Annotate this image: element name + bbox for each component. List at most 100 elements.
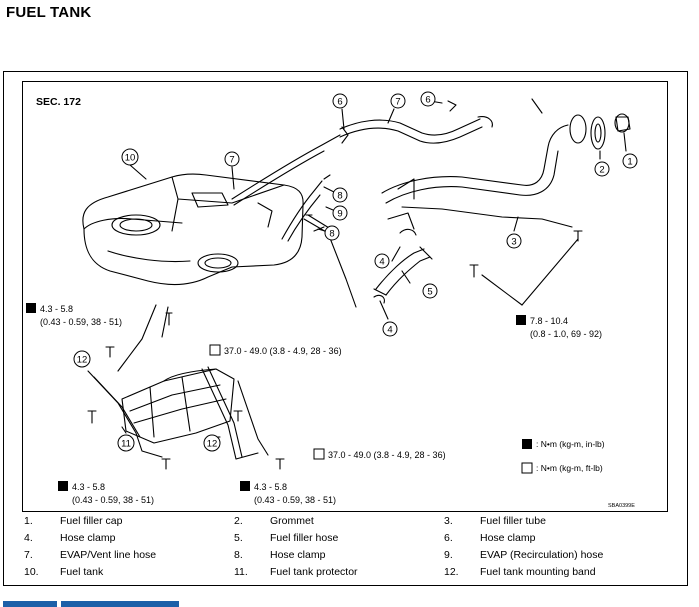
- tank-protector-drawing: [121, 368, 235, 444]
- legend-item: 10. Fuel tank: [24, 565, 234, 580]
- callout-8b: 8: [324, 225, 340, 241]
- svg-text:5: 5: [427, 287, 432, 298]
- legend-item: 11. Fuel tank protector: [234, 565, 444, 580]
- legend-item-name: Hose clamp: [480, 532, 536, 544]
- svg-text:37.0 - 49.0 (3.8 - 4.9, 28 - 3: 37.0 - 49.0 (3.8 - 4.9, 28 - 36): [224, 346, 342, 356]
- svg-text:7: 7: [229, 155, 234, 166]
- callout-3: 3: [506, 233, 522, 249]
- svg-text:7: 7: [395, 97, 400, 108]
- legend-item-number: 5.: [234, 532, 243, 544]
- svg-text:(0.43 - 0.59, 38 - 51): (0.43 - 0.59, 38 - 51): [72, 495, 154, 505]
- legend-item: 12. Fuel tank mounting band: [444, 565, 664, 580]
- legend-item-name: Grommet: [270, 515, 314, 527]
- legend-item-name: Fuel tank protector: [270, 566, 358, 578]
- legend-item-name: Fuel filler tube: [480, 515, 546, 527]
- callout-2: 2: [594, 161, 610, 177]
- svg-text:37.0 - 49.0 (3.8 - 4.9, 28 - 3: 37.0 - 49.0 (3.8 - 4.9, 28 - 36): [328, 450, 446, 460]
- fuel-tank-diagram: SEC. 172 1 2 3 4 4 5 6 6 7 7 8 8 9 10 11…: [26, 91, 638, 509]
- callout-9: 9: [332, 205, 348, 221]
- legend-item: 8. Hose clamp: [234, 548, 444, 563]
- svg-text:11: 11: [121, 439, 131, 450]
- torque-spec-3: 37.0 - 49.0 (3.8 - 4.9, 28 - 36): [313, 448, 446, 460]
- nav-tab-right[interactable]: [61, 601, 179, 607]
- svg-text:8: 8: [329, 229, 334, 240]
- legend-item: 3. Fuel filler tube: [444, 514, 664, 529]
- svg-text:4.3 - 5.8: 4.3 - 5.8: [40, 304, 73, 314]
- torque-spec-2: 37.0 - 49.0 (3.8 - 4.9, 28 - 36): [209, 344, 342, 356]
- legend-item: 2.Grommet: [234, 514, 444, 529]
- svg-text:: N•m (kg-m, ft-lb): : N•m (kg-m, ft-lb): [536, 463, 603, 473]
- legend-item-name: EVAP/Vent line hose: [60, 549, 157, 561]
- grommet-drawing: [590, 116, 606, 150]
- section-label: SEC. 172: [36, 96, 81, 108]
- legend-item-number: 4.: [24, 532, 33, 544]
- torque-spec-1: 4.3 - 5.8 (0.43 - 0.59, 38 - 51): [26, 303, 122, 327]
- filler-cap-drawing: [614, 113, 631, 133]
- svg-text:8: 8: [337, 191, 342, 202]
- legend-item: 6. Hose clamp: [444, 531, 664, 546]
- legend-item-name: Fuel tank mounting band: [480, 566, 596, 578]
- callout-6a: 6: [332, 93, 348, 109]
- fuel-tank-drawing: [82, 173, 304, 286]
- svg-text:(0.43 - 0.59, 38 - 51): (0.43 - 0.59, 38 - 51): [254, 495, 336, 505]
- figure-frame: [3, 71, 688, 586]
- svg-text:(0.43 - 0.59, 38 - 51): (0.43 - 0.59, 38 - 51): [40, 317, 122, 327]
- filler-tube-drawing: [381, 114, 587, 230]
- legend-item-number: 12.: [444, 566, 459, 578]
- legend-item-number: 11.: [234, 566, 248, 578]
- legend-item-number: 10.: [24, 566, 39, 578]
- bolts-drawing: [87, 214, 583, 470]
- svg-text:3: 3: [511, 237, 516, 248]
- svg-text:4.3 - 5.8: 4.3 - 5.8: [72, 482, 105, 492]
- callout-8a: 8: [332, 187, 348, 203]
- svg-text:7.8 - 10.4: 7.8 - 10.4: [530, 316, 568, 326]
- callout-4a: 4: [374, 253, 390, 269]
- callout-10: 10: [121, 148, 139, 166]
- torque-spec-4: 7.8 - 10.4 (0.8 - 1.0, 69 - 92): [516, 315, 602, 339]
- svg-text:12: 12: [77, 355, 88, 366]
- svg-text:4.3 - 5.8: 4.3 - 5.8: [254, 482, 287, 492]
- svg-text:4: 4: [387, 325, 392, 336]
- legend-item: 5. Fuel filler hose: [234, 531, 444, 546]
- torque-spec-6: 4.3 - 5.8 (0.43 - 0.59, 38 - 51): [240, 481, 336, 505]
- legend-item: 4. Hose clamp: [24, 531, 234, 546]
- legend-item: 7. EVAP/Vent line hose: [24, 548, 234, 563]
- legend-item-name: Fuel tank: [60, 566, 104, 578]
- svg-text:(0.8 - 1.0, 69 - 92): (0.8 - 1.0, 69 - 92): [530, 329, 602, 339]
- legend-item-number: 6.: [444, 532, 453, 544]
- filler-hose-drawing: [373, 246, 433, 296]
- svg-text:6: 6: [337, 97, 342, 108]
- svg-text:6: 6: [425, 95, 430, 106]
- svg-text:2: 2: [599, 165, 604, 176]
- legend-item-name: Hose clamp: [60, 532, 116, 544]
- callout-7b: 7: [224, 151, 240, 167]
- svg-text:: N•m (kg-m, in-lb): : N•m (kg-m, in-lb): [536, 439, 605, 449]
- svg-text:12: 12: [207, 439, 218, 450]
- legend-item-name: Fuel filler cap: [60, 515, 123, 527]
- legend-item-number: 3.: [444, 515, 453, 527]
- torque-spec-5: 4.3 - 5.8 (0.43 - 0.59, 38 - 51): [58, 481, 154, 505]
- legend-item-number: 9.: [444, 549, 453, 561]
- svg-text:10: 10: [125, 153, 136, 164]
- callout-5: 5: [422, 283, 438, 299]
- callout-12b: 12: [203, 434, 221, 452]
- callout-4b: 4: [382, 321, 398, 337]
- callout-1: 1: [622, 153, 638, 169]
- figure-code: SBA0399E: [608, 503, 635, 509]
- vent-hose-drawing: [231, 116, 493, 206]
- svg-text:9: 9: [337, 209, 342, 220]
- legend-item-number: 7.: [24, 549, 33, 561]
- callout-7a: 7: [390, 93, 406, 109]
- units-legend: : N•m (kg-m, in-lb) : N•m (kg-m, ft-lb): [521, 439, 605, 474]
- legend-item-number: 8.: [234, 549, 243, 561]
- callout-12a: 12: [73, 350, 91, 368]
- legend-item: 9.EVAP (Recirculation) hose: [444, 548, 664, 563]
- legend-item-name: Fuel filler hose: [270, 532, 339, 544]
- mounting-bands-drawing: [87, 304, 269, 460]
- callout-6b: 6: [420, 91, 436, 107]
- legend-item-name: Hose clamp: [270, 549, 326, 561]
- svg-text:1: 1: [627, 157, 632, 168]
- callout-11: 11: [117, 434, 135, 452]
- nav-tab-left[interactable]: [3, 601, 57, 607]
